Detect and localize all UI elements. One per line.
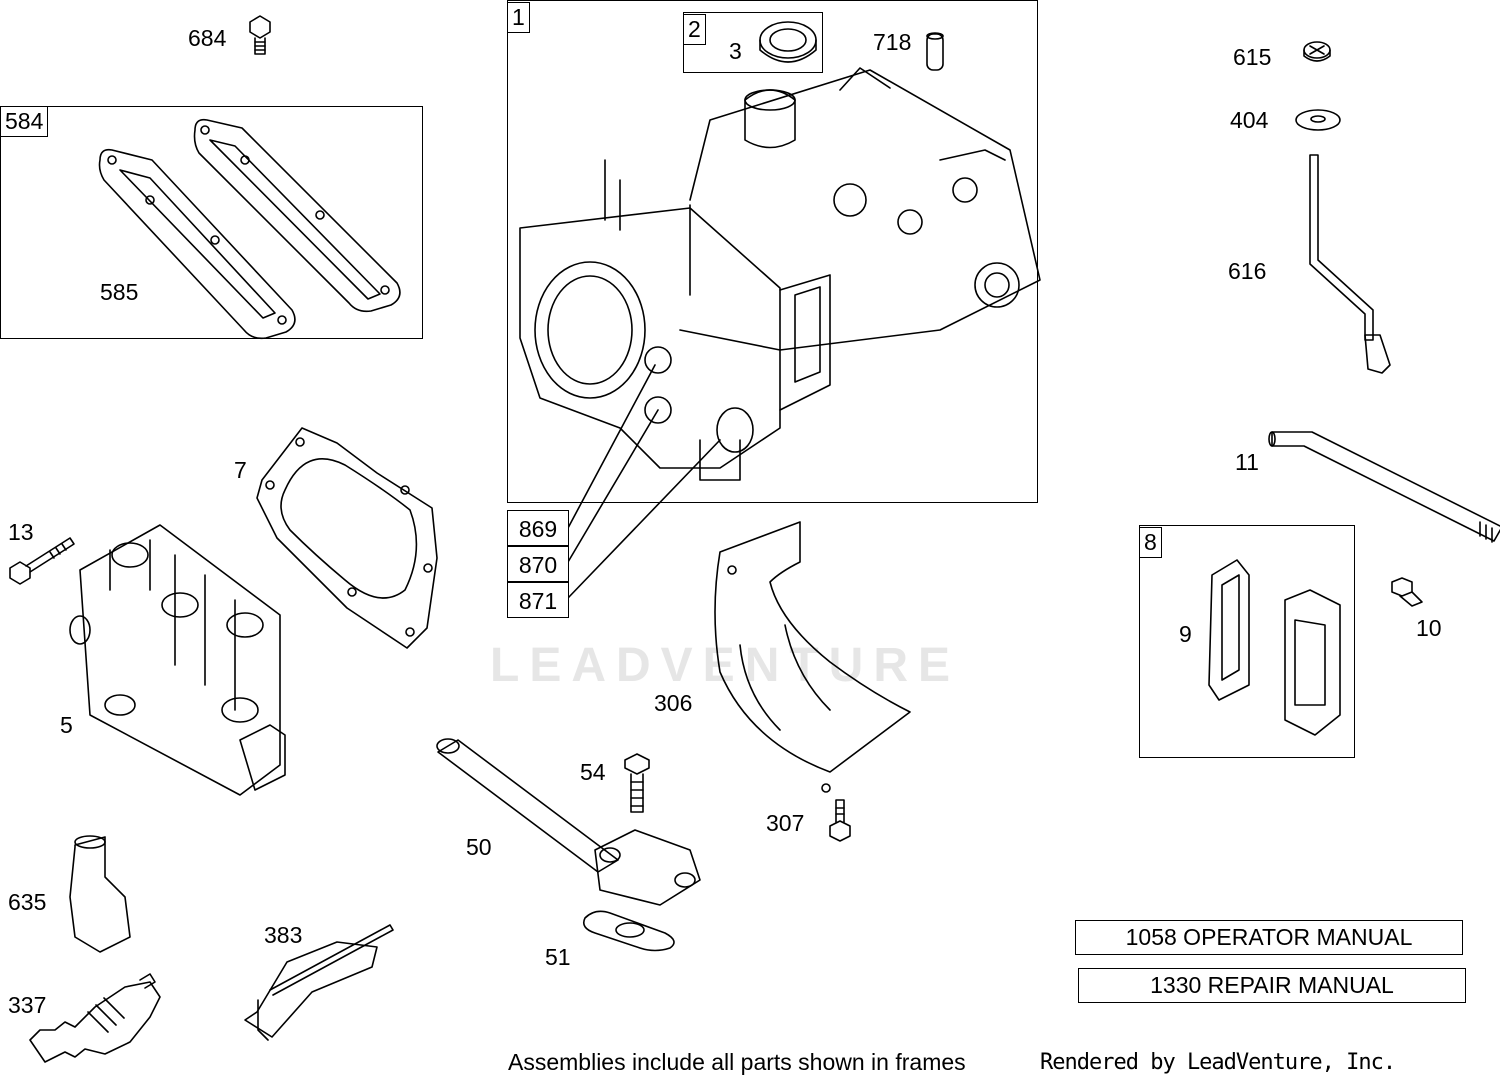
part-718-pin-icon bbox=[926, 32, 944, 71]
label-585: 585 bbox=[100, 279, 139, 305]
cylinder-assembly-tag: 1 bbox=[507, 2, 530, 33]
label-7: 7 bbox=[234, 457, 247, 483]
label-50: 50 bbox=[466, 834, 492, 860]
label-5: 5 bbox=[60, 712, 73, 738]
label-13: 13 bbox=[8, 519, 34, 545]
label-404: 404 bbox=[1230, 107, 1269, 133]
part-404-washer-icon bbox=[1295, 109, 1341, 131]
callout-lines bbox=[567, 364, 721, 599]
part-306-shield-icon bbox=[714, 521, 911, 793]
part-635-spark-boot-icon bbox=[69, 835, 131, 953]
label-616: 616 bbox=[1228, 258, 1267, 284]
label-3: 3 bbox=[729, 38, 742, 64]
label-635: 635 bbox=[8, 889, 47, 915]
watermark-text: LEADVENTURE bbox=[490, 639, 961, 692]
part-1-cylinder-block-icon bbox=[519, 67, 1041, 481]
part-10-screw-icon bbox=[1391, 577, 1423, 607]
part-9-gasket-icon bbox=[1208, 559, 1341, 736]
stacked-part-871: 871 bbox=[507, 582, 569, 618]
label-615: 615 bbox=[1233, 44, 1272, 70]
part-615-nut-icon bbox=[1303, 41, 1331, 62]
label-11: 11 bbox=[1235, 449, 1259, 475]
label-10: 10 bbox=[1416, 615, 1442, 641]
part-684-bolt-icon bbox=[249, 15, 271, 55]
part-11-tube-icon bbox=[1268, 431, 1500, 543]
stacked-part-870: 870 bbox=[507, 546, 569, 582]
breather-kit-tag: 8 bbox=[1139, 527, 1162, 558]
part-307-screw-icon bbox=[829, 799, 851, 842]
part-3-seal-icon bbox=[759, 21, 817, 63]
part-50-intake-tube-icon bbox=[436, 738, 701, 906]
label-307: 307 bbox=[766, 810, 805, 836]
cylinder-assembly-frame bbox=[507, 0, 1038, 503]
label-383: 383 bbox=[264, 922, 303, 948]
repair-manual-box: 1330 REPAIR MANUAL bbox=[1078, 968, 1466, 1003]
gasket-set-tag: 584 bbox=[0, 106, 49, 137]
part-13-bolt-icon bbox=[9, 537, 75, 585]
label-54: 54 bbox=[580, 759, 606, 785]
label-51: 51 bbox=[545, 944, 571, 970]
breather-kit-frame bbox=[1139, 525, 1355, 758]
part-616-dipstick-icon bbox=[1309, 154, 1391, 374]
part-5-cylinder-head-icon bbox=[69, 524, 286, 796]
label-718: 718 bbox=[873, 29, 912, 55]
label-9: 9 bbox=[1179, 621, 1192, 647]
label-684: 684 bbox=[188, 25, 227, 51]
part-54-bolt-icon bbox=[624, 753, 650, 813]
assemblies-note: Assemblies include all parts shown in fr… bbox=[508, 1049, 966, 1075]
part-585-gasket-icon bbox=[98, 118, 401, 340]
stacked-part-869: 869 bbox=[507, 510, 569, 546]
oil-seal-tag: 2 bbox=[683, 14, 706, 45]
label-337: 337 bbox=[8, 992, 47, 1018]
part-383-tool-icon bbox=[244, 924, 394, 1041]
part-7-head-gasket-icon bbox=[256, 427, 438, 649]
rendered-by-note: Rendered by LeadVenture, Inc. bbox=[1040, 1050, 1396, 1075]
operator-manual-box: 1058 OPERATOR MANUAL bbox=[1075, 920, 1463, 955]
gasket-set-frame bbox=[0, 106, 423, 339]
part-337-spark-plug-icon bbox=[29, 973, 161, 1063]
label-306: 306 bbox=[654, 690, 693, 716]
part-51-gasket-icon bbox=[582, 910, 675, 952]
